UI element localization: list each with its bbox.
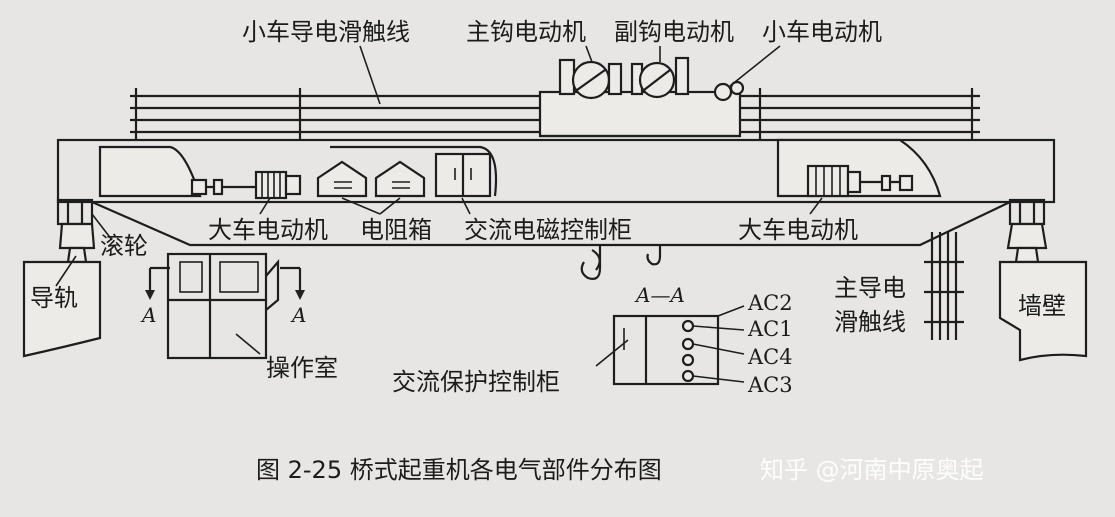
right-end-truck [1006,198,1048,264]
label-main-conductor-line-1: 主导电 [834,274,906,302]
label-section-view: A—A [634,283,685,307]
section-markers [145,266,305,300]
label-wall: 墙壁 [1018,292,1066,320]
resistor-box-1 [316,160,368,198]
label-resistor-box: 电阻箱 [360,216,432,244]
label-ac-magnetic-control-cabinet: 交流电磁控制柜 [464,216,632,244]
label-main-hoist-motor: 主钩电动机 [466,18,586,46]
label-bridge-motor-right: 大车电动机 [738,216,858,244]
watermark: 知乎 @河南中原奥起 [760,456,984,484]
label-roller: 滚轮 [100,232,148,260]
left-bridge-drive [190,170,302,200]
right-bridge-drive [806,164,914,198]
operator-cab [166,252,280,360]
label-main-conductor-line-2: 滑触线 [834,308,906,336]
leader-lines [55,45,823,367]
label-ac3: AC3 [747,373,793,397]
hooks [580,245,662,280]
label-trolley-conductor-line: 小车导电滑触线 [242,18,410,46]
aux-hoist-motor-drawing [630,56,690,99]
main-conductor-lines [924,232,964,340]
main-hoist-motor-drawing [558,58,623,100]
label-trolley-motor: 小车电动机 [762,18,882,46]
label-aux-hoist-motor: 副钩电动机 [614,18,734,46]
figure-caption: 图 2-25 桥式起重机各电气部件分布图 [256,456,662,484]
label-ac1: AC1 [747,317,793,341]
resistor-box-2 [374,160,426,198]
right-wall [998,260,1088,362]
trolley [538,90,742,138]
label-operator-cab: 操作室 [266,354,338,382]
left-guide-rail [22,260,102,358]
label-ac-protection-cabinet: 交流保护控制柜 [392,368,560,396]
label-guide-rail: 导轨 [30,284,78,312]
label-section-a-right: A [290,303,306,327]
left-end-truck [56,198,96,264]
label-section-a-left: A [140,303,156,327]
trolley-motor-drawing [713,80,745,102]
ac-magnetic-control-cabinet-drawing [434,152,492,198]
labels: 小车导电滑触线 主钩电动机 副钩电动机 小车电动机 大车电动机 电阻箱 交流电磁… [30,18,1066,397]
label-ac2: AC2 [747,291,793,315]
label-ac4: AC4 [747,345,793,369]
ac-protection-cabinet-drawing [612,305,745,386]
label-bridge-motor-left: 大车电动机 [208,216,328,244]
